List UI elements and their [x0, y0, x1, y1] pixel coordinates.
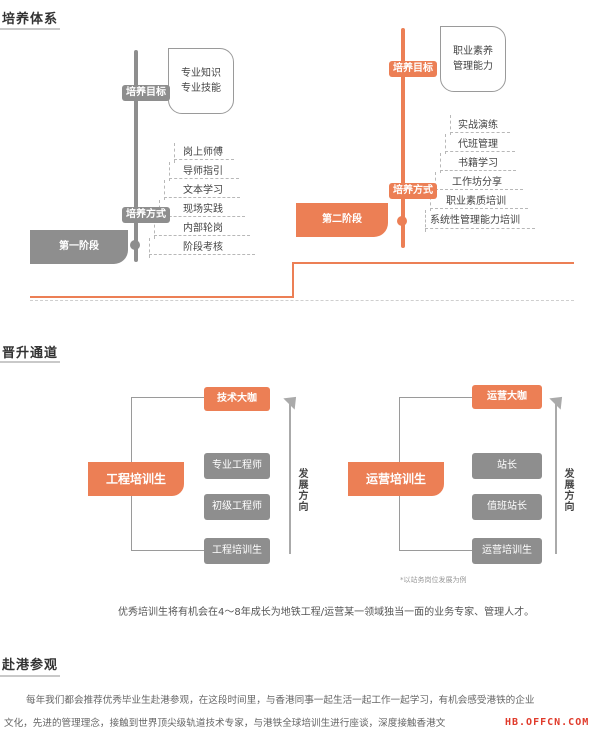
base-line [30, 296, 292, 298]
stair-line [169, 178, 239, 179]
stair-line [430, 191, 431, 211]
eng-main-box: 工程培训生 [88, 462, 184, 496]
ops-step-box: 值班站长 [472, 494, 542, 520]
direction-arrow-icon [549, 391, 568, 410]
base-line-step [292, 262, 294, 298]
stair-line [445, 134, 446, 154]
title-underline [0, 28, 60, 30]
method-tag: 培养方式 [122, 207, 170, 223]
stair-line [154, 235, 250, 236]
timeline-bar [134, 50, 138, 262]
timeline-dot [397, 216, 407, 226]
method-item: 现场实践 [183, 204, 223, 215]
watermark: HB.OFFCN.COM [505, 717, 590, 728]
goal-bubble: 专业知识 专业技能 [168, 48, 234, 114]
stair-line [169, 162, 170, 181]
method-item: 岗上师傅 [183, 147, 223, 158]
stair-line [154, 219, 155, 239]
method-item: 实战演练 [458, 120, 498, 131]
method-item: 系统性管理能力培训 [430, 215, 520, 226]
method-item: 代班管理 [458, 139, 498, 150]
eng-step-box: 工程培训生 [204, 538, 270, 564]
stair-line [450, 132, 510, 133]
stair-line [440, 153, 441, 173]
stair-line [159, 216, 245, 217]
timeline-bar [401, 28, 405, 248]
promotion-caption: 优秀培训生将有机会在4～8年成长为地铁工程/运营某一领域独当一面的业务专家、管理… [118, 607, 535, 618]
section-title-visit: 赴港参观 [2, 658, 59, 673]
method-item: 导师指引 [183, 166, 223, 177]
direction-arrow-shaft [289, 404, 291, 554]
stair-line [425, 210, 426, 232]
title-underline [0, 361, 60, 363]
stage-one-label: 第一阶段 [30, 230, 128, 264]
title-underline [0, 675, 60, 677]
stair-line [164, 180, 165, 200]
eng-step-box: 专业工程师 [204, 453, 270, 479]
goal-tag: 培养目标 [122, 85, 170, 101]
visit-paragraph-line: 每年我们都会推荐优秀毕业生赴港参观，在这段时间里，与香港同事一起生活一起工作一起… [26, 695, 535, 706]
stair-line [149, 238, 150, 258]
goal-bubble: 职业素养 管理能力 [440, 26, 506, 92]
direction-arrow-icon [283, 391, 302, 410]
ops-step-box: 站长 [472, 453, 542, 479]
stair-line [440, 170, 516, 171]
method-item: 内部轮岗 [183, 223, 223, 234]
stair-line [435, 189, 523, 190]
base-line-upper [292, 262, 574, 264]
stair-line [450, 115, 451, 135]
stage-two-label: 第二阶段 [296, 203, 388, 237]
stair-line [430, 208, 528, 209]
method-item: 阶段考核 [183, 242, 223, 253]
section-title-training: 培养体系 [2, 12, 59, 27]
eng-step-box: 初级工程师 [204, 494, 270, 520]
footnote: *以站务岗位发展为例 [400, 576, 467, 584]
method-tag: 培养方式 [389, 183, 437, 199]
eng-top-box: 技术大咖 [204, 387, 270, 411]
direction-label: 发展方向 [296, 468, 307, 512]
method-item: 职业素质培训 [446, 196, 506, 207]
ops-main-box: 运营培训生 [348, 462, 444, 496]
stair-line [164, 197, 240, 198]
stair-line [174, 159, 234, 160]
direction-label: 发展方向 [562, 468, 573, 512]
stair-line [445, 151, 515, 152]
base-dashed [30, 300, 574, 301]
timeline-dot [130, 240, 140, 250]
ops-top-box: 运营大咖 [472, 385, 542, 409]
stair-line [174, 143, 175, 163]
stair-line [425, 228, 535, 229]
method-item: 书籍学习 [458, 158, 498, 169]
stair-line [435, 172, 436, 192]
goal-tag: 培养目标 [389, 61, 437, 77]
ops-step-box: 运营培训生 [472, 538, 542, 564]
method-item: 文本学习 [183, 185, 223, 196]
section-title-promotion: 晋升通道 [2, 346, 59, 361]
direction-arrow-shaft [555, 404, 557, 554]
stair-line [149, 254, 255, 255]
method-item: 工作坊分享 [452, 177, 502, 188]
visit-paragraph-line: 文化，先进的管理理念，接触到世界顶尖级轨道技术专家，与港铁全球培训生进行座谈，深… [4, 718, 446, 729]
